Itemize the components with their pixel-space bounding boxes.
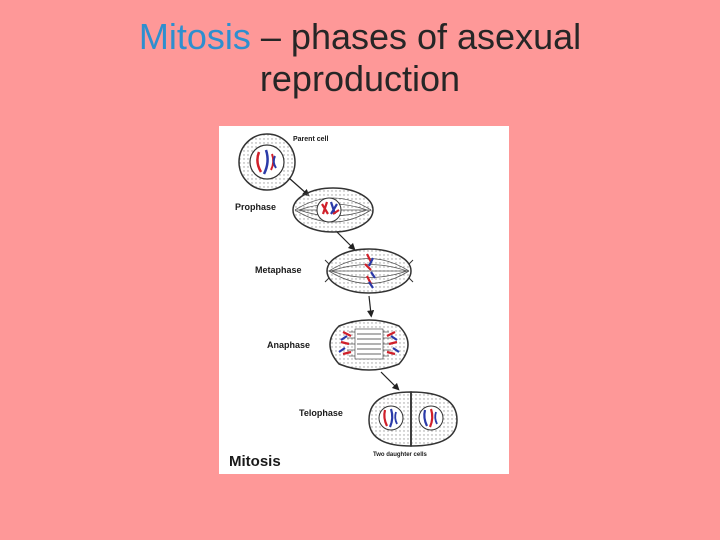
slide-title: Mitosis – phases of asexual reproduction	[40, 16, 680, 100]
label-metaphase: Metaphase	[255, 265, 302, 275]
arrow-2	[336, 231, 356, 251]
arrow-4	[380, 371, 400, 391]
prophase-cell	[292, 187, 374, 233]
label-telophase: Telophase	[299, 408, 343, 418]
diagram-caption: Mitosis	[229, 453, 281, 470]
label-anaphase: Anaphase	[267, 340, 310, 350]
parent-cell	[238, 133, 296, 191]
arrow-3	[367, 295, 375, 318]
label-prophase: Prophase	[235, 202, 276, 212]
mitosis-diagram-svg: Parent cell Prophase	[229, 133, 458, 470]
label-parent-cell: Parent cell	[293, 136, 328, 143]
metaphase-cell	[324, 248, 414, 294]
anaphase-cell	[329, 319, 409, 371]
telophase-cells	[368, 391, 458, 447]
label-daughter-cells: Two daughter cells	[373, 452, 428, 458]
title-rest: – phases of asexual reproduction	[250, 16, 582, 99]
title-accent: Mitosis	[138, 16, 251, 57]
mitosis-diagram: Parent cell Prophase	[219, 126, 509, 474]
arrow-1	[288, 177, 310, 197]
